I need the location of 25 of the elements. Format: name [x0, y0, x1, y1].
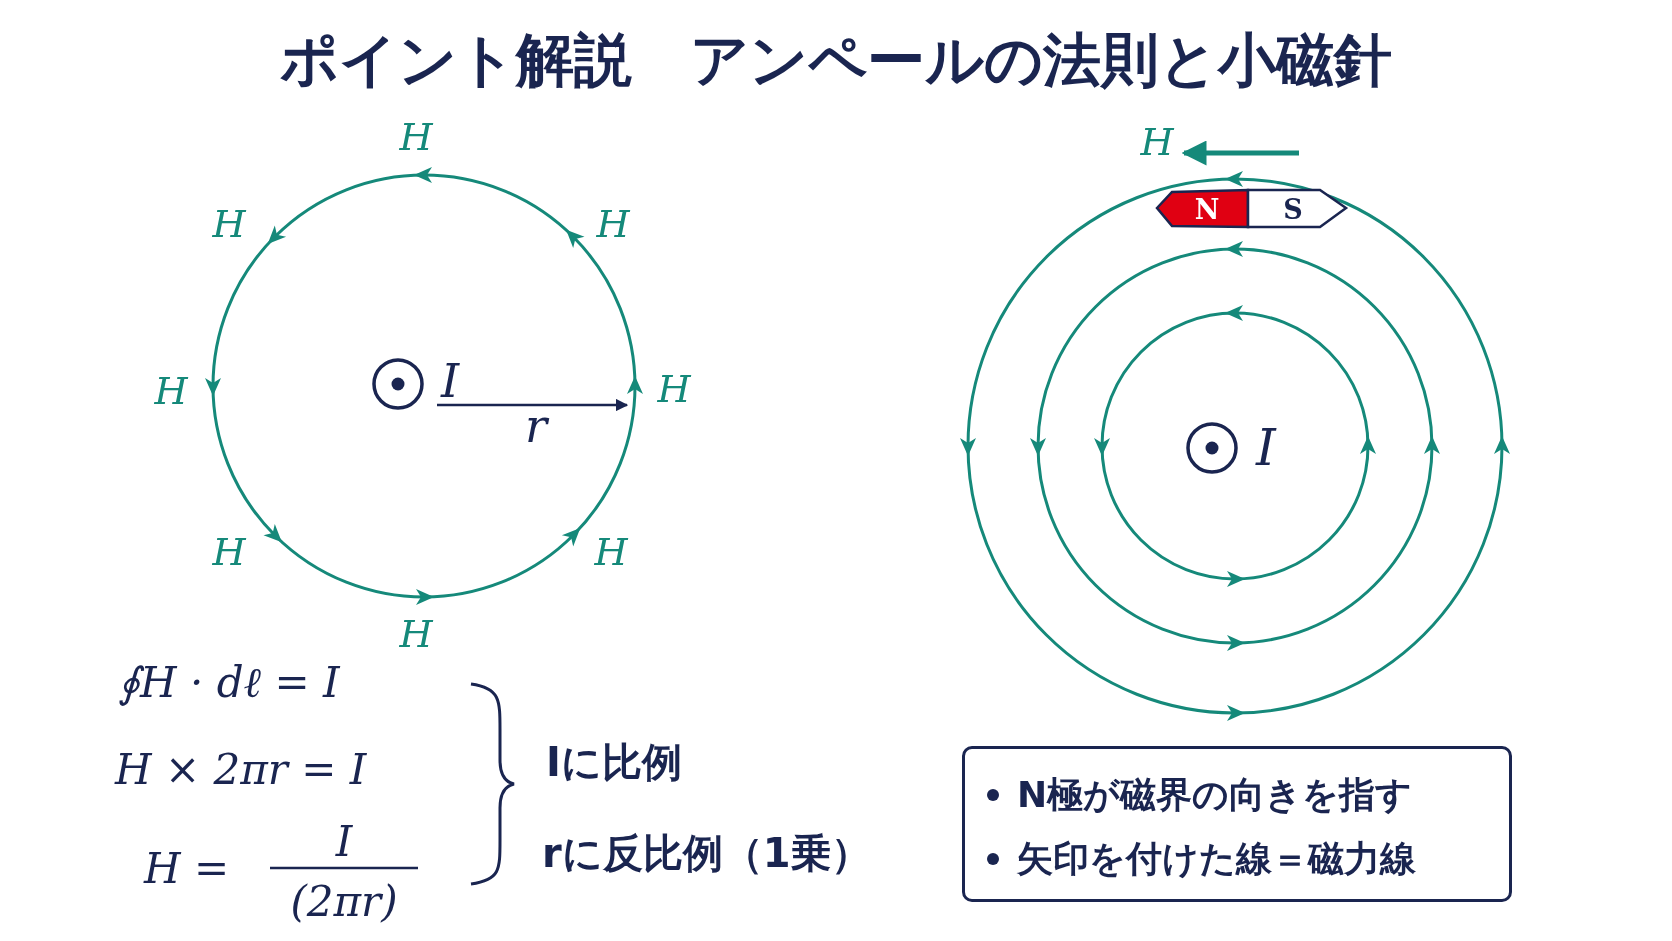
field-label: H	[212, 533, 246, 571]
radius-label: r	[525, 403, 547, 449]
fraction-denominator: (2πr)	[290, 881, 398, 923]
fraction-numerator: I	[335, 821, 353, 863]
proportional-note: rに反比例（1乗）	[542, 833, 871, 873]
field-label: H	[399, 118, 433, 156]
field-label: H	[1140, 123, 1174, 161]
title: ポイント解説 アンペールの法則と小磁針	[279, 25, 1393, 96]
formula: H =	[144, 848, 230, 890]
field-label: H	[657, 370, 691, 408]
field-label: H	[212, 205, 246, 243]
pole-label: N	[1194, 195, 1220, 223]
pole-label: S	[1283, 195, 1303, 223]
current-label: I	[440, 358, 460, 404]
field-label: H	[154, 372, 188, 410]
formula: H × 2πr = I	[115, 749, 367, 791]
field-label: H	[399, 615, 433, 653]
formula: ∮H · dℓ = I	[118, 662, 340, 704]
current-label: I	[1256, 423, 1276, 473]
field-label: H	[596, 205, 630, 243]
note-box	[962, 746, 1512, 902]
bullet-text: N極が磁界の向きを指す	[1017, 772, 1413, 817]
proportional-note: Iに比例	[546, 742, 682, 782]
bullet-text: 矢印を付けた線＝磁力線	[1017, 836, 1416, 881]
field-label: H	[594, 533, 628, 571]
